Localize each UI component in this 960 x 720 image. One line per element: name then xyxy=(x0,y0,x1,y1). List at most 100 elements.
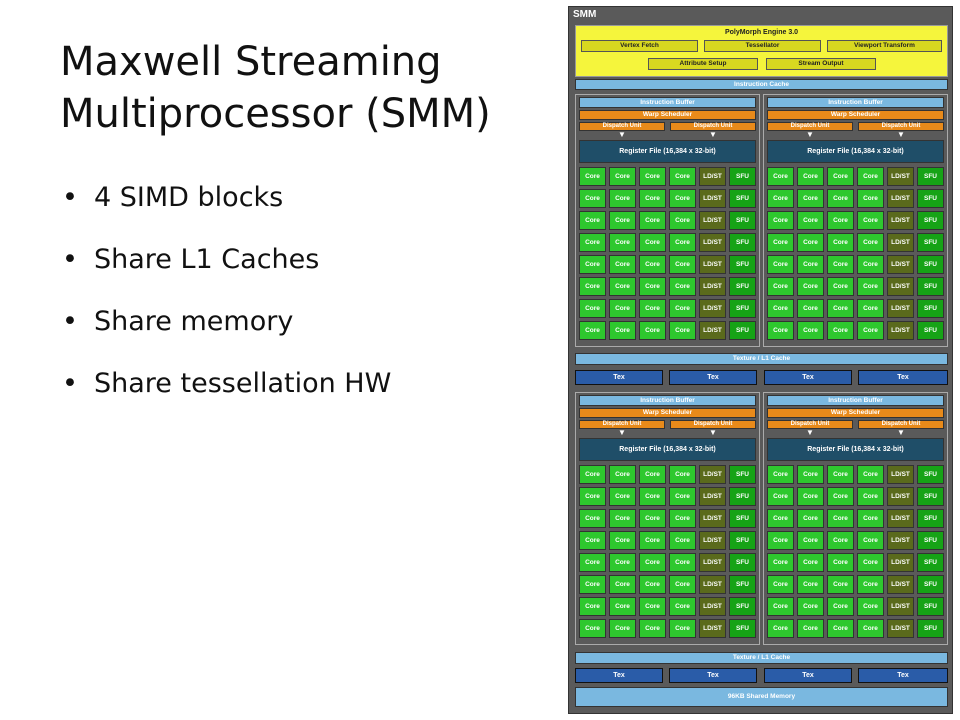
dispatch-unit: Dispatch Unit xyxy=(579,122,665,131)
core-unit: Core xyxy=(669,575,696,594)
core-unit: Core xyxy=(857,487,884,506)
sfu-unit: SFU xyxy=(729,167,756,186)
ldst-unit: LD/ST xyxy=(887,465,914,484)
sfu-unit: SFU xyxy=(917,487,944,506)
tex-unit: Tex xyxy=(764,668,852,683)
down-arrow-icon: ▼ xyxy=(618,130,626,139)
sfu-unit: SFU xyxy=(917,321,944,340)
down-arrow-icon: ▼ xyxy=(897,428,905,437)
core-unit: Core xyxy=(579,167,606,186)
core-unit: Core xyxy=(579,509,606,528)
shared-memory: 96KB Shared Memory xyxy=(575,687,948,707)
core-unit: Core xyxy=(767,211,794,230)
bullet-dot: • xyxy=(62,244,78,275)
dispatch-unit: Dispatch Unit xyxy=(858,420,944,429)
ldst-unit: LD/ST xyxy=(699,255,726,274)
core-unit: Core xyxy=(609,277,636,296)
core-unit: Core xyxy=(609,255,636,274)
sfu-unit: SFU xyxy=(729,321,756,340)
smm-diagram: SMM PolyMorph Engine 3.0 Vertex Fetch Te… xyxy=(568,6,953,714)
core-unit: Core xyxy=(827,487,854,506)
core-unit: Core xyxy=(639,299,666,318)
vertex-fetch-box: Vertex Fetch xyxy=(581,40,698,52)
core-unit: Core xyxy=(579,255,606,274)
sfu-unit: SFU xyxy=(729,597,756,616)
core-unit: Core xyxy=(579,487,606,506)
sfu-unit: SFU xyxy=(729,487,756,506)
ldst-unit: LD/ST xyxy=(887,167,914,186)
core-unit: Core xyxy=(827,553,854,572)
sfu-unit: SFU xyxy=(729,277,756,296)
core-unit: Core xyxy=(857,211,884,230)
core-unit: Core xyxy=(609,531,636,550)
core-unit: Core xyxy=(669,465,696,484)
sfu-unit: SFU xyxy=(917,299,944,318)
core-unit: Core xyxy=(767,619,794,638)
sfu-unit: SFU xyxy=(917,465,944,484)
core-unit: Core xyxy=(639,619,666,638)
bullet-item: • 4 SIMD blocks xyxy=(60,178,391,240)
warp-scheduler: Warp Scheduler xyxy=(767,110,944,120)
core-unit: Core xyxy=(797,299,824,318)
ldst-unit: LD/ST xyxy=(699,619,726,638)
tex-unit: Tex xyxy=(575,370,663,385)
bullet-dot: • xyxy=(62,182,78,213)
sfu-unit: SFU xyxy=(917,255,944,274)
ldst-unit: LD/ST xyxy=(699,321,726,340)
sfu-unit: SFU xyxy=(917,619,944,638)
core-unit: Core xyxy=(767,321,794,340)
core-unit: Core xyxy=(797,553,824,572)
core-unit: Core xyxy=(857,575,884,594)
core-unit: Core xyxy=(827,575,854,594)
core-unit: Core xyxy=(797,619,824,638)
core-unit: Core xyxy=(797,233,824,252)
core-unit: Core xyxy=(767,189,794,208)
ldst-unit: LD/ST xyxy=(887,277,914,296)
core-unit: Core xyxy=(767,277,794,296)
core-unit: Core xyxy=(639,255,666,274)
core-unit: Core xyxy=(639,465,666,484)
bullet-text: 4 SIMD blocks xyxy=(94,182,284,213)
core-unit: Core xyxy=(669,299,696,318)
ldst-unit: LD/ST xyxy=(699,531,726,550)
sfu-unit: SFU xyxy=(917,189,944,208)
core-unit: Core xyxy=(857,509,884,528)
down-arrow-icon: ▼ xyxy=(618,428,626,437)
core-unit: Core xyxy=(669,553,696,572)
sfu-unit: SFU xyxy=(917,531,944,550)
core-unit: Core xyxy=(609,167,636,186)
core-unit: Core xyxy=(579,465,606,484)
core-unit: Core xyxy=(797,487,824,506)
sfu-unit: SFU xyxy=(729,189,756,208)
core-unit: Core xyxy=(797,211,824,230)
tex-unit: Tex xyxy=(669,370,757,385)
bullet-item: •Share tessellation HW xyxy=(60,364,391,426)
dispatch-unit: Dispatch Unit xyxy=(579,420,665,429)
sfu-unit: SFU xyxy=(729,255,756,274)
core-unit: Core xyxy=(827,167,854,186)
sfu-unit: SFU xyxy=(729,619,756,638)
sfu-unit: SFU xyxy=(917,277,944,296)
sfu-unit: SFU xyxy=(729,211,756,230)
core-unit: Core xyxy=(797,189,824,208)
core-unit: Core xyxy=(827,255,854,274)
ldst-unit: LD/ST xyxy=(699,211,726,230)
core-unit: Core xyxy=(767,255,794,274)
core-unit: Core xyxy=(797,575,824,594)
core-unit: Core xyxy=(857,255,884,274)
core-unit: Core xyxy=(827,597,854,616)
dispatch-unit: Dispatch Unit xyxy=(670,420,756,429)
core-unit: Core xyxy=(669,211,696,230)
down-arrow-icon: ▼ xyxy=(806,428,814,437)
core-unit: Core xyxy=(609,487,636,506)
core-unit: Core xyxy=(579,299,606,318)
ldst-unit: LD/ST xyxy=(887,233,914,252)
core-unit: Core xyxy=(827,509,854,528)
core-unit: Core xyxy=(639,211,666,230)
core-unit: Core xyxy=(857,619,884,638)
ldst-unit: LD/ST xyxy=(699,277,726,296)
core-unit: Core xyxy=(767,167,794,186)
core-unit: Core xyxy=(609,211,636,230)
core-unit: Core xyxy=(797,167,824,186)
